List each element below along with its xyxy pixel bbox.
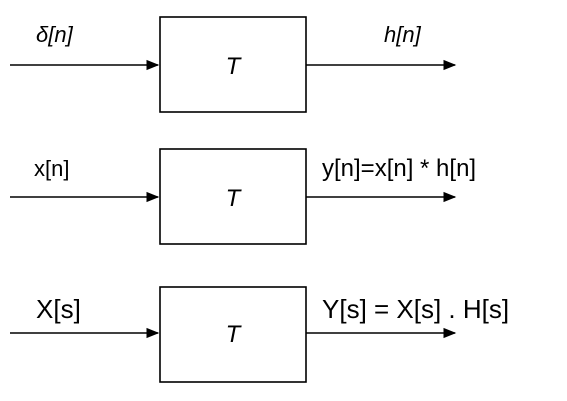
system-block <box>159 286 307 383</box>
system-block <box>159 148 307 245</box>
block-label: T <box>226 321 243 348</box>
system-row-impulse: δ[n] T h[n] <box>10 16 457 113</box>
output-label: h[n] <box>384 22 422 47</box>
input-label: X[s] <box>36 294 81 324</box>
block-label: T <box>226 53 243 80</box>
output-label: Y[s] = X[s] . H[s] <box>322 294 509 324</box>
block-label: T <box>226 185 243 212</box>
system-row-laplace: X[s] T Y[s] = X[s] . H[s] <box>10 286 509 383</box>
input-label: δ[n] <box>36 22 74 47</box>
output-label: y[n]=x[n] * h[n] <box>322 155 476 182</box>
input-label: x[n] <box>34 156 69 181</box>
system-row-convolution: x[n] T y[n]=x[n] * h[n] <box>10 148 476 245</box>
